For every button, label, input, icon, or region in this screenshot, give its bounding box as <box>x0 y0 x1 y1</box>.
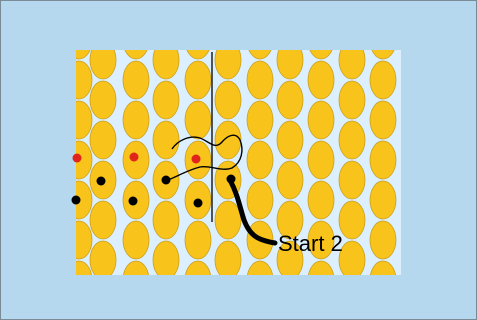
bead <box>370 61 396 99</box>
bead <box>247 61 273 99</box>
bead <box>339 161 365 199</box>
bead <box>308 181 334 219</box>
start-2-label: Start 2 <box>278 231 343 256</box>
bead <box>370 141 396 179</box>
bead <box>277 121 303 159</box>
bead <box>277 161 303 199</box>
bead <box>308 61 334 99</box>
bead <box>247 181 273 219</box>
red-marker-dot <box>73 154 82 163</box>
bead <box>247 101 273 139</box>
bead <box>339 81 365 119</box>
bead <box>153 121 179 159</box>
bead <box>339 201 365 239</box>
bead <box>215 81 241 119</box>
bead <box>247 141 273 179</box>
bead <box>153 201 179 239</box>
bead <box>215 241 241 279</box>
red-marker-dot <box>130 153 139 162</box>
bead <box>153 241 179 279</box>
bead <box>185 61 211 99</box>
bead <box>215 201 241 239</box>
bead <box>339 121 365 159</box>
bead <box>185 101 211 139</box>
bead <box>185 221 211 259</box>
bead <box>308 101 334 139</box>
black-marker-dot <box>194 199 203 208</box>
bead <box>370 181 396 219</box>
black-marker-dot <box>97 177 106 186</box>
bead <box>277 81 303 119</box>
bead <box>370 221 396 259</box>
bead <box>90 81 116 119</box>
bead <box>153 81 179 119</box>
bead <box>90 121 116 159</box>
bead <box>215 121 241 159</box>
black-marker-dot <box>72 196 81 205</box>
bead <box>123 101 149 139</box>
black-marker-dot <box>129 197 138 206</box>
bead <box>123 61 149 99</box>
bead <box>339 241 365 279</box>
red-marker-dot <box>192 155 201 164</box>
bead <box>90 241 116 279</box>
bead <box>90 201 116 239</box>
bead <box>123 221 149 259</box>
bead <box>308 141 334 179</box>
bead <box>370 101 396 139</box>
